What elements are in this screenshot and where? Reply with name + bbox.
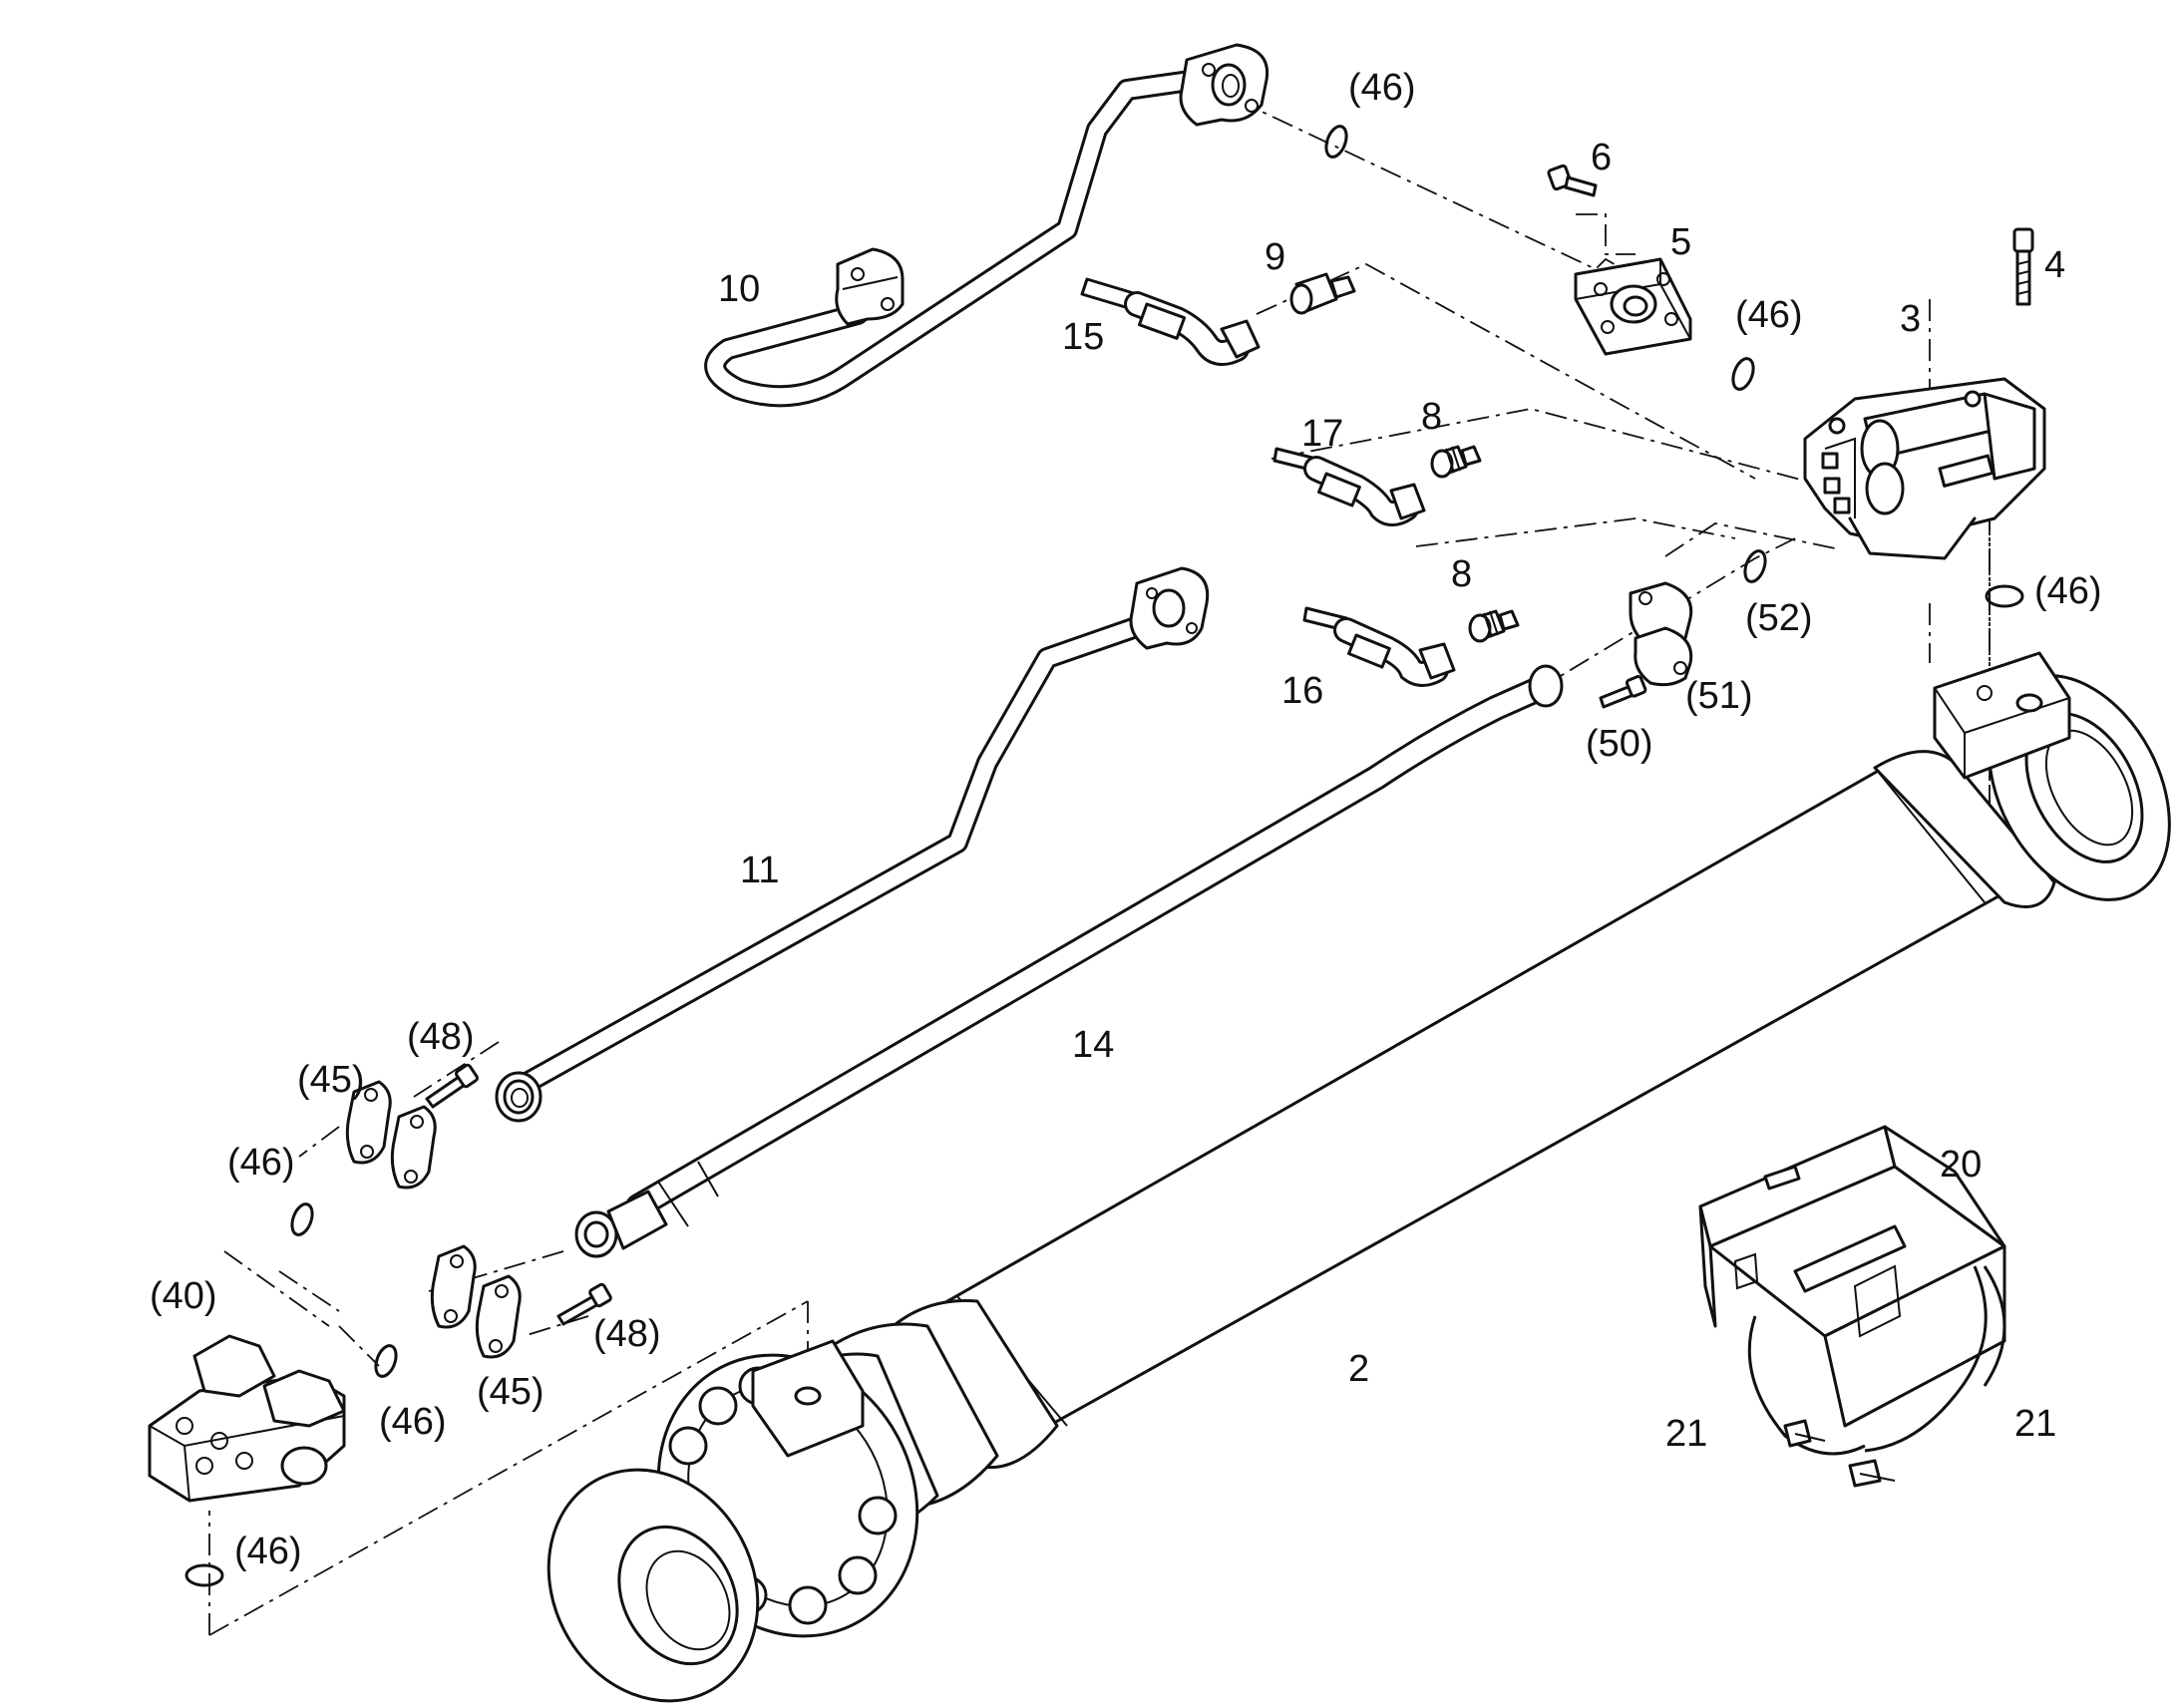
label-part-48-lower: (48) (593, 1313, 661, 1355)
label-part-46-left-lower: (46) (379, 1401, 447, 1443)
hose-part-14 (574, 664, 1564, 1258)
label-part-11: 11 (740, 850, 779, 891)
screw-part-6 (1547, 164, 1598, 197)
label-part-20: 20 (1940, 1144, 1982, 1186)
label-part-46-bottom: (46) (234, 1531, 302, 1572)
valve-block-part-3 (1803, 377, 2046, 560)
clamp-halves-part-45-upper (345, 1080, 437, 1190)
label-part-9: 9 (1265, 236, 1285, 278)
label-part-46-left-upper: (46) (227, 1142, 295, 1184)
label-part-10: 10 (718, 268, 760, 310)
fitting-part-8-lower (1468, 609, 1520, 643)
label-part-6: 6 (1591, 137, 1612, 178)
label-part-8-upper: 8 (1421, 396, 1442, 438)
label-part-48-upper: (48) (407, 1016, 475, 1058)
label-part-46-right: (46) (2034, 570, 2102, 612)
label-part-8-lower: 8 (1451, 553, 1472, 595)
label-part-51: (51) (1685, 675, 1753, 717)
label-part-17: 17 (1301, 413, 1343, 455)
fitting-part-8-upper (1430, 445, 1482, 479)
hydraulic-cylinder-part-2 (546, 651, 2171, 1703)
label-part-45-lower: (45) (477, 1371, 545, 1413)
label-part-40: (40) (150, 1275, 217, 1317)
label-part-46-top: (46) (1348, 67, 1416, 109)
pipe-part-11 (495, 566, 1210, 1123)
o-ring-part-52 (1743, 549, 1767, 583)
strap-parts-21 (1747, 1265, 2006, 1488)
label-part-50: (50) (1586, 723, 1653, 765)
label-part-16: 16 (1281, 670, 1323, 712)
pipe-part-10 (704, 43, 1270, 408)
label-part-46-valve: (46) (1735, 294, 1803, 336)
fitting-part-9 (1289, 272, 1356, 315)
hose-part-16 (1302, 606, 1456, 687)
bolt-part-4 (2012, 227, 2034, 306)
flange-plate-part-5 (1574, 257, 1692, 356)
bracket-part-20 (1698, 1125, 2006, 1428)
screw-part-48-lower (556, 1282, 612, 1326)
hose-part-17 (1272, 447, 1426, 526)
o-rings-part-46 (184, 125, 2024, 1587)
label-part-3: 3 (1900, 298, 1921, 340)
label-part-21-right: 21 (2014, 1403, 2056, 1445)
block-part-40 (148, 1334, 346, 1503)
label-part-45-upper: (45) (297, 1059, 365, 1101)
clamp-halves-part-51 (1629, 581, 1693, 687)
label-part-52: (52) (1745, 597, 1813, 639)
screw-part-50 (1599, 674, 1647, 709)
label-part-14: 14 (1072, 1024, 1114, 1066)
label-part-4: 4 (2044, 244, 2065, 286)
label-part-21-left: 21 (1665, 1413, 1707, 1455)
part-labels: 2 3 4 5 6 8 8 9 10 11 14 15 16 17 20 21 … (150, 67, 2102, 1572)
hose-part-15 (1080, 277, 1261, 366)
label-part-2: 2 (1348, 1348, 1369, 1390)
label-part-15: 15 (1062, 316, 1104, 358)
label-part-5: 5 (1670, 221, 1691, 263)
clamp-halves-part-45-lower (430, 1244, 522, 1359)
screw-part-48-upper (425, 1063, 480, 1109)
